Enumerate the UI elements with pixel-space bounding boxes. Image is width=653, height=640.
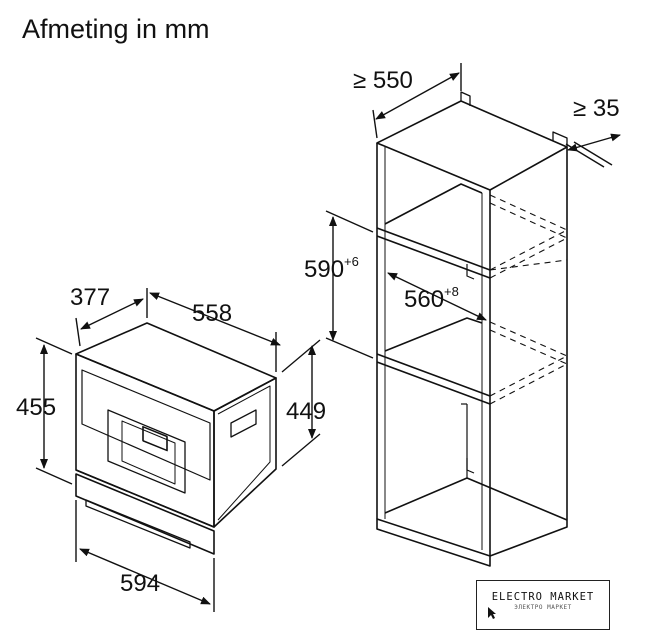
dim-line-niche-width (387, 272, 487, 321)
label-gap-min: ≥ 35 (573, 95, 620, 122)
ext-line (573, 141, 613, 166)
niche-back (384, 317, 483, 352)
cabinet-base-back (384, 477, 568, 521)
middle-shelf-front-2 (376, 361, 491, 405)
side-handle-recess (230, 409, 257, 438)
dash-upper-bottom (489, 202, 569, 279)
cabinet-drawing (376, 91, 568, 567)
middle-shelf-front (376, 353, 491, 397)
ext-line (325, 337, 374, 359)
appliance-drawer (75, 473, 215, 555)
appliance-front-face (75, 353, 215, 528)
label-niche-width-value: 560 (404, 286, 444, 313)
cabinet-side (489, 147, 568, 557)
ext-line (325, 210, 374, 233)
cabinet-dimensions (325, 63, 621, 359)
coffee-outlet-inner (121, 420, 176, 485)
appliance-drawer-line (75, 469, 215, 528)
appliance-dimensions (35, 288, 321, 612)
appliance-side-face (213, 377, 277, 528)
page-title: Afmeting in mm (22, 14, 210, 44)
electro-market-logo: ELECTRO MARKET ЭЛЕКТРО МАРКЕТ (476, 580, 610, 630)
ext-line (35, 337, 73, 355)
dim-line-gap-min (567, 133, 621, 152)
drawer-handle (85, 499, 191, 549)
side-bevel (217, 385, 271, 521)
appliance-front-panel (81, 369, 211, 481)
logo-name: ELECTRO MARKET (491, 591, 595, 603)
label-height-side: 449 (286, 398, 326, 425)
dim-line-width-front (79, 548, 211, 605)
ext-line (281, 339, 321, 373)
niche-center-mark-2 (466, 458, 475, 474)
upper-shelf-front-2 (376, 235, 491, 279)
ext-line (75, 317, 81, 347)
logo-subtitle: ЭЛЕКТРО МАРКЕТ (514, 604, 572, 611)
upper-shelf-front (376, 227, 491, 271)
label-niche-height-tol: +6 (344, 254, 359, 269)
dim-line-depth (80, 298, 144, 330)
ext-line (35, 467, 73, 485)
coffee-spout (142, 425, 168, 452)
label-depth-min: ≥ 550 (353, 67, 413, 94)
cabinet-back-notch-2 (552, 131, 568, 147)
label-width-front: 594 (120, 570, 160, 597)
label-width-top: 558 (192, 300, 232, 327)
coffee-outlet-niche (107, 409, 186, 494)
cabinet-top (376, 100, 568, 191)
cabinet-plinth (376, 518, 491, 567)
label-niche-width-tol: +8 (444, 284, 459, 299)
dim-line-width-top (149, 292, 281, 346)
label-niche-height: 590+6 (304, 254, 359, 283)
ext-line (372, 109, 378, 139)
label-depth: 377 (70, 284, 110, 311)
ext-line (565, 143, 605, 168)
upper-shelf (384, 183, 483, 225)
label-niche-height-value: 590 (304, 256, 344, 283)
dim-line-depth-min (375, 72, 460, 120)
dash-upper-front (489, 259, 568, 271)
cabinet-back-notch (460, 91, 471, 106)
cursor-icon (488, 607, 496, 619)
dash-mid-bottom (489, 329, 569, 405)
appliance-drawing (75, 322, 277, 555)
label-height-total: 455 (16, 394, 56, 421)
label-niche-width: 560+8 (404, 284, 459, 313)
dashed-shelf-lines (489, 194, 569, 405)
ext-line (281, 433, 321, 467)
